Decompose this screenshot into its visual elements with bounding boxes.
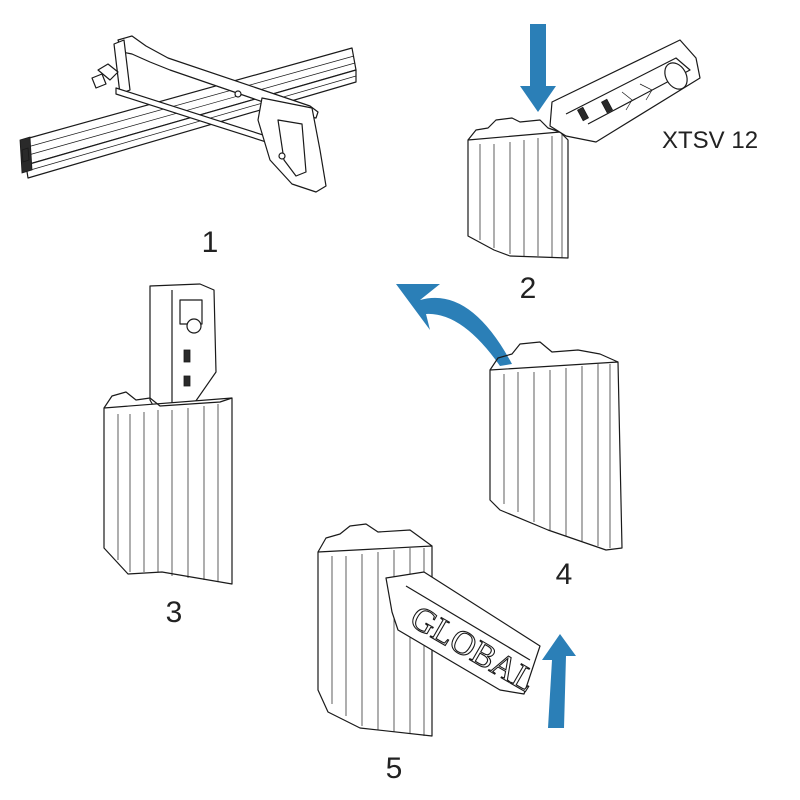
hacksaw	[91, 35, 327, 193]
connector-piece	[549, 39, 701, 143]
step-4-illustration: 4	[396, 284, 623, 591]
curved-arrow	[396, 284, 512, 366]
up-arrow	[542, 634, 576, 728]
step-3-illustration: 3	[103, 283, 233, 629]
step-4-number: 4	[556, 558, 573, 591]
track-profile	[103, 391, 233, 585]
connector-vertical	[149, 283, 217, 419]
step-3-number: 3	[166, 596, 183, 629]
step-2-illustration: XTSV 12 2	[467, 24, 758, 305]
step-5-number: 5	[386, 752, 403, 785]
track-profile	[467, 117, 569, 259]
down-arrow	[520, 24, 556, 112]
model-label: XTSV 12	[662, 127, 758, 154]
step-5-illustration: GLOBAL 5	[317, 523, 576, 785]
step-1-illustration: 1	[19, 35, 357, 259]
step-1-number: 1	[202, 226, 219, 259]
track-profile	[489, 341, 623, 551]
step-2-number: 2	[520, 272, 537, 305]
